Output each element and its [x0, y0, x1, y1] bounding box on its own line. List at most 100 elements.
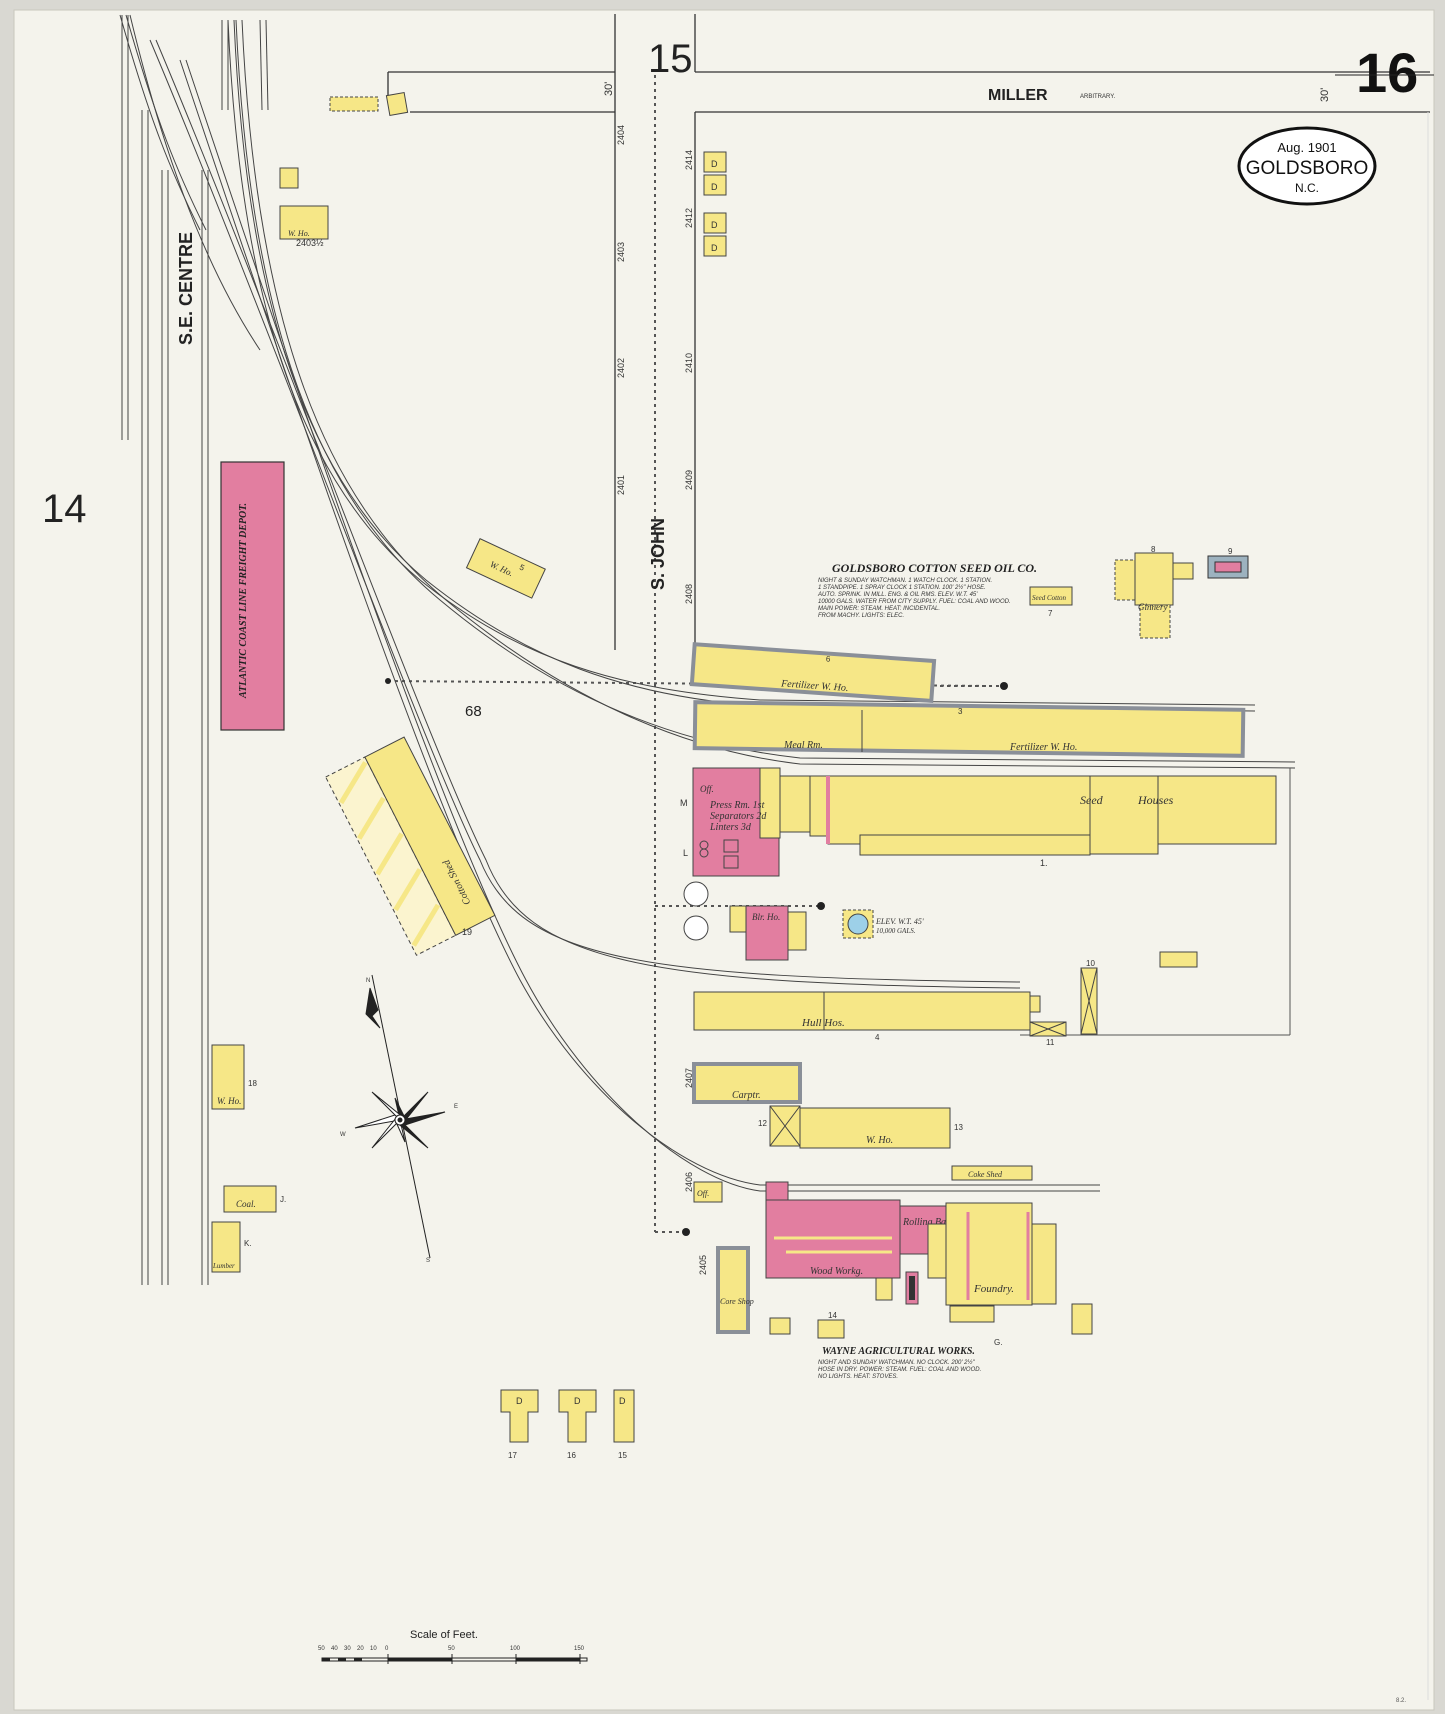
- svg-text:16: 16: [567, 1451, 576, 1460]
- lumber-shed-letter: K.: [244, 1239, 252, 1248]
- lumber-shed-label: Lumber: [212, 1262, 235, 1270]
- svg-text:D: D: [516, 1396, 523, 1406]
- warehouse-18-label: W. Ho.: [217, 1096, 241, 1106]
- shed-top: [329, 96, 379, 112]
- wayne-agricultural-works: Rolling Barrels Wood Workg. Foundry. G. …: [716, 1181, 1093, 1347]
- boiler-house: [745, 905, 789, 961]
- compass-e: E: [454, 1104, 458, 1110]
- boiler-house-label: Blr. Ho.: [752, 912, 780, 922]
- meal-room-fertilizer: Meal Rm. Fertilizer W. Ho. 3: [692, 700, 1246, 758]
- svg-text:MAIN POWER: STEAM. HEAT: INCID: MAIN POWER: STEAM. HEAT: INCIDENTAL.: [818, 606, 940, 612]
- bldg-10-number: 10: [1086, 959, 1095, 968]
- hull-houses: Hull Hos. 4 11: [693, 991, 1067, 1047]
- oil-tank-1: [683, 881, 709, 907]
- svg-text:Hull Hos.: Hull Hos.: [801, 1017, 845, 1029]
- svg-text:10: 10: [370, 1646, 377, 1652]
- warehouse-13: [799, 1107, 951, 1149]
- svg-text:Foundry.: Foundry.: [973, 1283, 1014, 1295]
- svg-text:4: 4: [875, 1033, 880, 1042]
- acl-freight-depot-label: ATLANTIC COAST LINE FREIGHT DEPOT.: [238, 503, 249, 699]
- svg-text:Houses: Houses: [1137, 793, 1174, 807]
- svg-text:D: D: [619, 1396, 626, 1406]
- street-width-right: 30': [1319, 88, 1331, 102]
- boiler-side: [729, 905, 747, 933]
- sheet-page-number: 16: [1356, 41, 1418, 104]
- svg-text:40: 40: [331, 1646, 338, 1652]
- fertilizer-warehouse-6: Fertilizer W. Ho. 6: [689, 642, 937, 704]
- svg-text:Wood Workg.: Wood Workg.: [810, 1266, 863, 1277]
- svg-text:Core Shop: Core Shop: [720, 1297, 754, 1306]
- svg-text:6: 6: [826, 654, 832, 663]
- compass-w: W: [340, 1132, 346, 1138]
- svg-text:Aug. 1901: Aug. 1901: [1277, 140, 1336, 155]
- svg-text:100: 100: [510, 1646, 521, 1652]
- press-room: Off. Press Rm. 1st Separators 2d Linters…: [692, 767, 781, 877]
- svg-text:20: 20: [357, 1646, 364, 1652]
- lumber-shed: [211, 1221, 241, 1273]
- water-main: [387, 75, 1000, 1233]
- svg-text:Press Rm. 1st: Press Rm. 1st: [709, 800, 765, 811]
- svg-text:2410: 2410: [684, 353, 694, 373]
- svg-text:Fertilizer W. Ho.: Fertilizer W. Ho.: [1009, 742, 1077, 753]
- svg-text:15: 15: [618, 1451, 627, 1460]
- seed-cotton-bldg: [1029, 586, 1073, 606]
- svg-text:1 STANDPIPE. 1 SPRAY CLOCK 1 S: 1 STANDPIPE. 1 SPRAY CLOCK 1 STATION. 10…: [818, 584, 986, 591]
- svg-text:2412: 2412: [684, 208, 694, 228]
- dwelling-15: D 15: [613, 1389, 635, 1460]
- corner-note: 8.2.: [1396, 1698, 1406, 1704]
- svg-text:2406: 2406: [684, 1172, 694, 1192]
- svg-text:2409: 2409: [684, 470, 694, 490]
- svg-text:D: D: [711, 220, 718, 230]
- svg-text:NO LIGHTS. HEAT: STOVES.: NO LIGHTS. HEAT: STOVES.: [818, 1374, 898, 1380]
- svg-text:2414: 2414: [684, 150, 694, 170]
- seed-cotton-number: 7: [1048, 609, 1053, 618]
- svg-text:2403: 2403: [616, 242, 626, 262]
- warehouse-2403: [279, 205, 329, 240]
- svg-text:D: D: [711, 243, 718, 253]
- adjacent-sheet-top: 15: [648, 37, 693, 81]
- svg-text:2404: 2404: [616, 125, 626, 145]
- svg-text:2402: 2402: [616, 358, 626, 378]
- svg-text:150: 150: [574, 1646, 585, 1652]
- street-name-s-john: S. JOHN: [648, 518, 668, 590]
- wayne-name: WAYNE AGRICULTURAL WORKS.: [822, 1346, 975, 1357]
- dwelling-17: D 17: [500, 1389, 539, 1460]
- chimney-9-number: 9: [1228, 547, 1233, 556]
- svg-text:N.C.: N.C.: [1295, 181, 1319, 195]
- coke-shed-label: Coke Shed: [968, 1170, 1003, 1179]
- warehouse-18-number: 18: [248, 1079, 257, 1088]
- svg-text:NIGHT AND SUNDAY WATCHMAN. NO: NIGHT AND SUNDAY WATCHMAN. NO CLOCK. 200…: [818, 1359, 976, 1366]
- seed-houses: Seed Houses 1.: [779, 775, 1277, 868]
- svg-text:Seed: Seed: [1080, 793, 1104, 807]
- warehouse-18: [211, 1044, 245, 1110]
- ginnery: Ginnery 8: [1114, 545, 1194, 639]
- svg-text:Separators 2d: Separators 2d: [710, 811, 767, 822]
- office-2406-label: Off.: [697, 1189, 709, 1198]
- svg-text:14: 14: [828, 1311, 837, 1320]
- svg-text:D: D: [574, 1396, 581, 1406]
- svg-text:11: 11: [1046, 1038, 1055, 1047]
- scale-bar: [321, 1654, 588, 1664]
- hydrant-3: [385, 678, 391, 684]
- street-name-miller: MILLER: [988, 87, 1048, 104]
- svg-text:2408: 2408: [684, 584, 694, 604]
- oil-tank-2: [683, 915, 709, 941]
- side-letter-m: M: [680, 798, 688, 808]
- side-letter-l: L: [683, 848, 688, 858]
- svg-text:Meal Rm.: Meal Rm.: [783, 740, 823, 751]
- elevated-tank-label: ELEV. W.T. 45': [875, 917, 924, 926]
- svg-text:AUTO. SPRINK. IN MILL. ENG. &: AUTO. SPRINK. IN MILL. ENG. & OIL RMS. E…: [817, 592, 978, 598]
- carpenter-shop: [692, 1062, 802, 1104]
- address-numbers: 2404 2403 2402 2401 2414 2412 2410 2409 …: [296, 125, 708, 1275]
- svg-text:Ginnery: Ginnery: [1138, 602, 1168, 612]
- svg-text:2401: 2401: [616, 475, 626, 495]
- svg-text:Rolling Barrels: Rolling Barrels: [902, 1217, 965, 1228]
- carpenter-shop-label: Carptr.: [732, 1090, 761, 1101]
- svg-text:D: D: [711, 182, 718, 192]
- coke-shed: [951, 1165, 1033, 1181]
- wayne-notes: NIGHT AND SUNDAY WATCHMAN. NO CLOCK. 200…: [818, 1359, 981, 1380]
- cotton-shed: Cotton Shed: [325, 736, 496, 956]
- svg-text:0: 0: [385, 1646, 389, 1652]
- svg-text:2403½: 2403½: [296, 238, 324, 248]
